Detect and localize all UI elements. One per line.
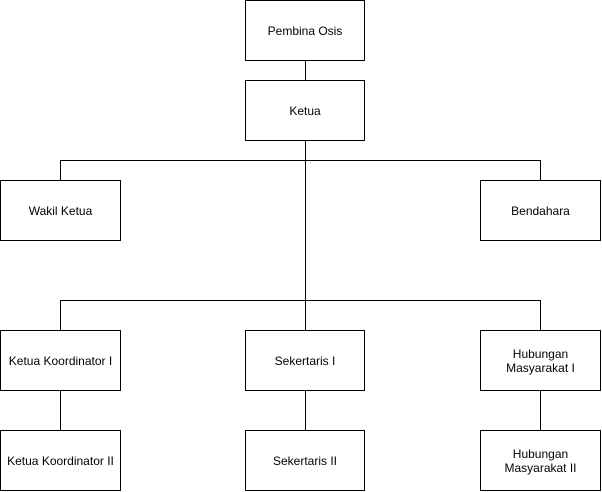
node-label: Ketua Koordinator I <box>8 353 113 368</box>
node-bendahara[interactable]: Bendahara <box>480 180 601 241</box>
node-ketua-koordinator-1[interactable]: Ketua Koordinator I <box>0 330 121 391</box>
node-label: Pembina Osis <box>267 23 343 38</box>
node-label: Ketua <box>289 103 321 118</box>
node-label: Ketua Koordinator II <box>7 453 114 468</box>
node-pembina-osis[interactable]: Pembina Osis <box>245 0 365 61</box>
node-label: Hubungan Masyarakat II <box>504 446 577 475</box>
node-humas-1[interactable]: Hubungan Masyarakat I <box>480 330 601 391</box>
node-label: Bendahara <box>511 203 570 218</box>
node-wakil-ketua[interactable]: Wakil Ketua <box>0 180 121 241</box>
node-label: Hubungan Masyarakat I <box>506 346 575 375</box>
node-label: Wakil Ketua <box>28 203 93 218</box>
node-sekertaris-2[interactable]: Sekertaris II <box>245 430 365 491</box>
node-ketua[interactable]: Ketua <box>245 80 365 141</box>
node-humas-2[interactable]: Hubungan Masyarakat II <box>480 430 601 491</box>
node-label: Sekertaris I <box>274 353 336 368</box>
node-label: Sekertaris II <box>272 453 338 468</box>
node-ketua-koordinator-2[interactable]: Ketua Koordinator II <box>0 430 121 491</box>
node-sekertaris-1[interactable]: Sekertaris I <box>245 330 365 391</box>
